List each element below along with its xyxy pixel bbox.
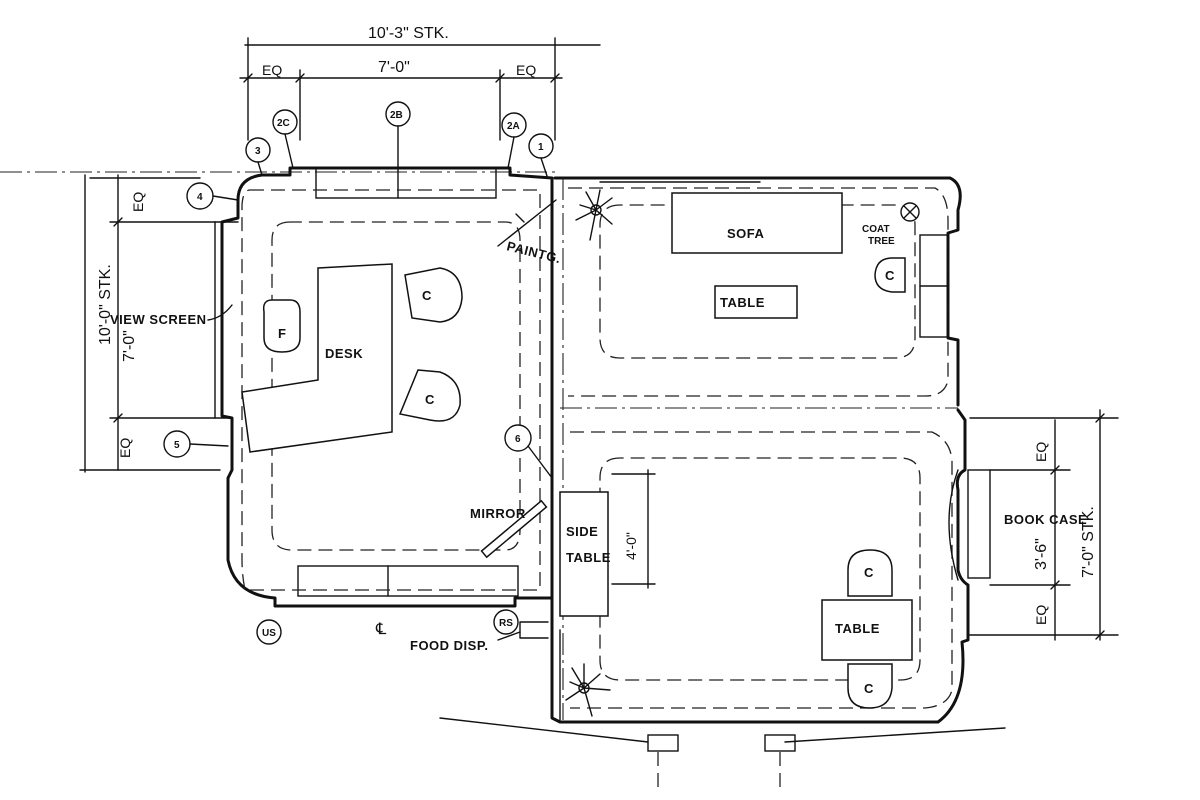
side-table-dim: 4'-0": [611, 469, 656, 589]
sofa: SOFA: [671, 192, 843, 254]
chair-lower-left: C: [398, 369, 461, 422]
tag-5: 5: [163, 430, 229, 458]
chair-upper-right: C: [874, 257, 906, 293]
plant-upper: [575, 189, 613, 241]
chair-lower-bottom: C: [847, 663, 893, 709]
side-table-label-1: SIDE: [566, 524, 598, 539]
view-screen: VIEW SCREEN: [110, 304, 233, 327]
upper-right-room: [553, 176, 962, 409]
top-eq-left: EQ: [262, 62, 282, 78]
svg-text:2A: 2A: [507, 121, 520, 132]
food-dispenser: FOOD DISP.: [410, 631, 521, 653]
table-upper: TABLE: [714, 285, 798, 319]
side-table-label-2: TABLE: [566, 550, 611, 565]
svg-text:4: 4: [197, 192, 203, 203]
sofa-label: SOFA: [727, 226, 765, 241]
desk-label: DESK: [325, 346, 363, 361]
right-dimensions: EQ 3'-6" EQ 7'-0" STK.: [969, 409, 1119, 641]
table-upper-label: TABLE: [720, 295, 765, 310]
view-screen-label: VIEW SCREEN: [110, 312, 207, 327]
side-table: SIDE TABLE: [559, 491, 611, 617]
chair-upper-left: C: [404, 267, 463, 323]
table-lower-label: TABLE: [835, 621, 880, 636]
tag-2b: 2B: [385, 101, 411, 169]
left-overall-dim: 10'-0" STK.: [97, 264, 114, 345]
mirror-label: MIRROR: [470, 506, 526, 521]
painting-label: PAINTG.: [505, 238, 562, 266]
right-center-dim: 3'-6": [1033, 538, 1050, 570]
plant-lower: [565, 663, 611, 717]
chair-label: C: [425, 392, 435, 407]
left-eq-bottom: EQ: [117, 438, 133, 458]
side-table-dim-label: 4'-0": [623, 532, 639, 560]
tag-2a: 2A: [501, 112, 527, 169]
bottom-footprint: [439, 717, 1006, 790]
top-dimensions: 10'-3" STK. EQ 7'-0" EQ: [239, 25, 601, 141]
tag-rs: RS: [493, 609, 519, 635]
left-dimensions: EQ 10'-0" STK. 7'-0" EQ: [79, 174, 221, 473]
right-eq-bottom: EQ: [1033, 605, 1049, 625]
left-eq-top: EQ: [130, 192, 146, 212]
tag-us: US: [256, 619, 282, 645]
book-case-label: BOOK CASE: [1004, 512, 1087, 527]
file-cabinet: F: [262, 299, 301, 353]
tag-3: 3: [245, 137, 271, 176]
centerline-symbol: ℄: [375, 621, 387, 638]
coat-tree-label-2: TREE: [868, 236, 895, 247]
coat-tree: COAT TREE: [862, 202, 920, 247]
top-center-dim: 7'-0": [378, 59, 410, 76]
left-center-dim: 7'-0": [121, 330, 138, 362]
svg-text:1: 1: [538, 142, 544, 153]
chair-label: C: [422, 288, 432, 303]
food-disp-label: FOOD DISP.: [410, 638, 488, 653]
svg-text:RS: RS: [499, 618, 513, 629]
table-lower: TABLE: [821, 599, 913, 661]
right-eq-top: EQ: [1033, 442, 1049, 462]
file-label: F: [278, 326, 286, 341]
svg-text:US: US: [262, 628, 276, 639]
desk: DESK: [241, 263, 393, 453]
svg-text:5: 5: [174, 440, 180, 451]
svg-text:3: 3: [255, 146, 261, 157]
book-case: BOOK CASE: [1004, 512, 1087, 527]
chair-label: C: [885, 268, 895, 283]
tag-1: 1: [528, 133, 554, 177]
mirror: MIRROR: [470, 499, 548, 559]
tag-2c: 2C: [272, 109, 298, 169]
svg-text:6: 6: [515, 434, 521, 445]
right-overall-dim: 7'-0" STK.: [1080, 506, 1097, 578]
tag-6: 6: [504, 424, 553, 479]
svg-text:2B: 2B: [390, 110, 403, 121]
lower-right-room: [519, 408, 991, 724]
tag-4: 4: [186, 182, 239, 210]
top-overall-dim: 10'-3" STK.: [368, 25, 449, 42]
chair-lower-top: C: [847, 549, 893, 597]
coat-tree-label-1: COAT: [862, 224, 890, 235]
svg-text:2C: 2C: [277, 118, 290, 129]
chair-label: C: [864, 681, 874, 696]
chair-label: C: [864, 565, 874, 580]
top-eq-right: EQ: [516, 62, 536, 78]
